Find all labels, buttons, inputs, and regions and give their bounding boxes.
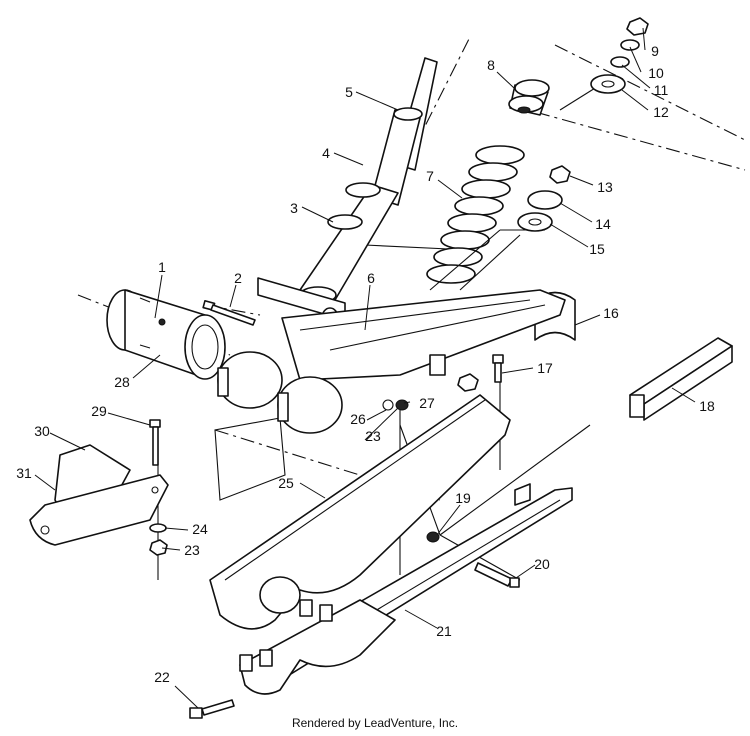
strut-part-3-4-5 xyxy=(299,57,438,304)
damper-top-part-8 xyxy=(508,79,550,116)
callout-12: 12 xyxy=(653,104,669,120)
swing-arm-frame xyxy=(217,229,566,434)
callout-19: 19 xyxy=(455,490,471,506)
callout-15: 15 xyxy=(589,241,605,257)
callout-5: 5 xyxy=(345,84,353,100)
callout-16: 16 xyxy=(603,305,619,321)
callout-25: 25 xyxy=(278,475,294,491)
coil-spring-part-7 xyxy=(426,145,525,284)
callout-7: 7 xyxy=(426,168,434,184)
callout-26: 26 xyxy=(350,411,366,427)
callout-2: 2 xyxy=(234,270,242,286)
fasteners-part-19-20 xyxy=(426,531,520,588)
callout-4: 4 xyxy=(322,145,330,161)
callout-30: 30 xyxy=(34,423,50,439)
callout-labels: 1 2 3 4 5 6 7 8 9 10 11 12 13 14 15 16 1… xyxy=(16,43,715,685)
chain-case-lower-half xyxy=(239,599,396,695)
render-credit: Rendered by LeadVenture, Inc. xyxy=(291,716,459,730)
bearing-housing-part-1 xyxy=(106,289,226,380)
bolt-part-17 xyxy=(457,354,504,392)
callout-11: 11 xyxy=(654,82,669,98)
callout-21: 21 xyxy=(436,623,452,639)
chain-case-part-25 xyxy=(209,394,511,630)
callout-3: 3 xyxy=(290,200,298,216)
callout-1: 1 xyxy=(158,259,166,275)
leader-lines xyxy=(34,27,696,709)
callout-28: 28 xyxy=(114,374,130,390)
callout-13: 13 xyxy=(597,179,613,195)
mount-bracket-part-29-30-31 xyxy=(29,419,169,546)
callout-14: 14 xyxy=(595,216,611,232)
callout-29: 29 xyxy=(91,403,107,419)
callout-31: 31 xyxy=(16,465,32,481)
callout-27: 27 xyxy=(419,395,435,411)
callout-8: 8 xyxy=(487,57,495,73)
callout-6: 6 xyxy=(367,270,375,286)
callout-9: 9 xyxy=(651,43,659,59)
square-tube-part-18 xyxy=(629,337,733,421)
callout-24: 24 xyxy=(192,521,208,537)
bolt-part-22 xyxy=(189,699,235,719)
callout-17: 17 xyxy=(537,360,553,376)
callout-23-upper: 23 xyxy=(365,428,381,444)
callout-20: 20 xyxy=(534,556,550,572)
callout-23-lower: 23 xyxy=(184,542,200,558)
callout-22: 22 xyxy=(154,669,170,685)
callout-18: 18 xyxy=(699,398,715,414)
callout-10: 10 xyxy=(648,65,664,81)
bolt-part-2 xyxy=(202,300,256,326)
hardware-stack xyxy=(517,17,649,232)
